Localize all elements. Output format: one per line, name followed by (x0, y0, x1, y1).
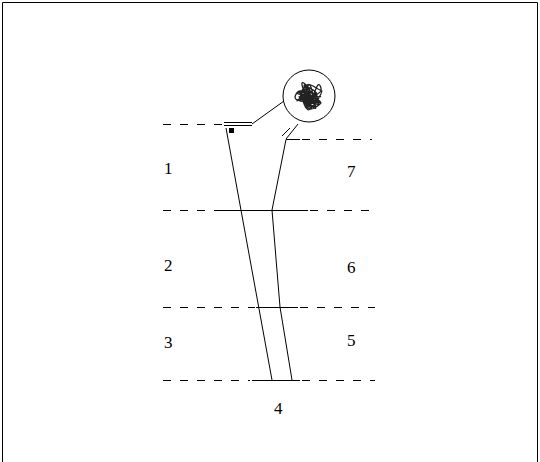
zone-lines (163, 125, 375, 381)
zone-number: 6 (347, 259, 356, 276)
zone-number: 1 (164, 160, 173, 177)
zone-number: 3 (164, 334, 173, 351)
frame (3, 3, 538, 462)
zone-number: 2 (164, 257, 173, 274)
zone-number: 7 (347, 163, 356, 180)
zone-number: 5 (347, 332, 356, 349)
leg-outline (220, 101, 308, 381)
scribble-fill (295, 83, 322, 110)
marker-square (229, 128, 234, 133)
zone-number: 4 (274, 400, 283, 417)
joint-circle (283, 70, 335, 122)
